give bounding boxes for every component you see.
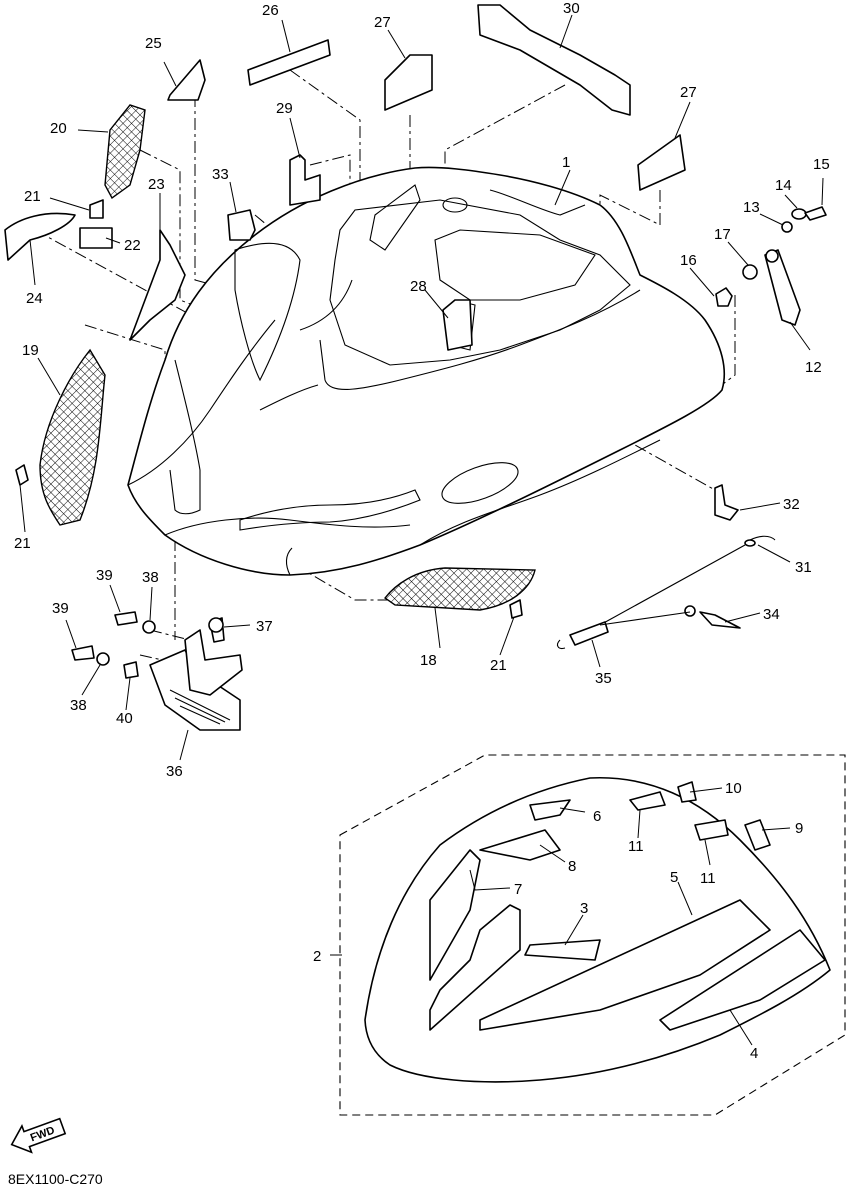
callout-22: 22	[124, 237, 141, 254]
callout-27a: 27	[374, 14, 391, 31]
callout-20: 20	[50, 120, 67, 137]
callout-11b: 11	[700, 870, 716, 887]
figure-code: 8EX1100-C270	[8, 1171, 103, 1187]
callout-11a: 11	[628, 838, 644, 855]
callout-29: 29	[276, 100, 293, 117]
callout-19: 19	[22, 342, 39, 359]
callout-30: 30	[563, 0, 580, 17]
callout-6: 6	[593, 808, 601, 825]
right-fasteners	[714, 206, 827, 521]
callout-18: 18	[420, 652, 437, 669]
callout-37: 37	[256, 618, 273, 635]
callout-35: 35	[595, 670, 612, 687]
callout-1: 1	[562, 154, 570, 171]
callout-26: 26	[262, 2, 279, 19]
inset-box-part-2	[339, 754, 846, 1116]
callout-3: 3	[580, 900, 588, 917]
callout-21a: 21	[24, 188, 41, 205]
cable-parts	[556, 535, 776, 649]
callout-25: 25	[145, 35, 162, 52]
callout-2: 2	[313, 948, 321, 965]
callout-12: 12	[805, 359, 822, 376]
callout-14: 14	[775, 177, 792, 194]
callout-21c: 21	[490, 657, 507, 674]
bracket-assembly	[71, 611, 243, 731]
callout-23: 23	[148, 176, 165, 193]
callout-labels: 1 2 3 4 5 6 7 8 9 10 11 11 12 13 14 15 1…	[14, 0, 830, 1062]
callout-39a: 39	[96, 567, 113, 584]
callout-21b: 21	[14, 535, 31, 552]
callout-27b: 27	[680, 84, 697, 101]
callout-17: 17	[714, 226, 731, 243]
callout-15: 15	[813, 156, 830, 173]
callout-10: 10	[725, 780, 742, 797]
callout-16: 16	[680, 252, 697, 269]
callout-5: 5	[670, 869, 678, 886]
fwd-arrow-icon: FWD	[10, 1117, 67, 1154]
callout-28: 28	[410, 278, 427, 295]
callout-31: 31	[795, 559, 812, 576]
callout-24: 24	[26, 290, 43, 307]
callout-8: 8	[568, 858, 576, 875]
front-cover-part-1	[127, 166, 726, 576]
callout-7: 7	[514, 881, 522, 898]
callout-13: 13	[743, 199, 760, 216]
callout-38a: 38	[142, 569, 159, 586]
callout-38b: 38	[70, 697, 87, 714]
lower-grille	[383, 567, 536, 619]
callout-9: 9	[795, 820, 803, 837]
top-small-parts	[167, 4, 686, 351]
callout-4: 4	[750, 1045, 758, 1062]
left-side-parts	[4, 104, 186, 526]
callout-36: 36	[166, 763, 183, 780]
leader-lines	[19, 14, 824, 1046]
callout-40: 40	[116, 710, 133, 727]
callout-32: 32	[783, 496, 800, 513]
callout-34: 34	[763, 606, 780, 623]
callout-33: 33	[212, 166, 229, 183]
callout-39b: 39	[52, 600, 69, 617]
